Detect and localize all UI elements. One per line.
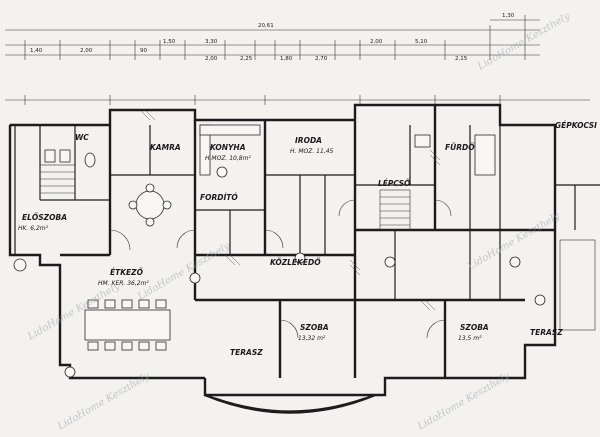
staircase-left [39, 164, 76, 201]
room-label-kozlekedo: KÖZLEKEDŐ [270, 258, 321, 267]
dim-label-h: 2,00 [205, 56, 218, 62]
room-label-furdo: FÜRDŐ [445, 143, 475, 152]
dim-label-e: 3,30 [205, 39, 218, 45]
room-label-fordito: FORDÍTÓ [200, 193, 238, 202]
room-label-terasz-left: TERASZ [230, 348, 263, 357]
structural-columns [13, 252, 546, 378]
interior-walls [39, 105, 555, 378]
room-label-eloszoba: ELŐSZOBA [22, 213, 67, 222]
room-label-iroda: IRODA [295, 136, 322, 145]
dim-label-b: 2,00 [80, 48, 93, 54]
bathroom-fixtures [44, 134, 496, 176]
room-area-etkezo: HM. KER. 36,2m² [98, 280, 149, 287]
dim-label-a: 1,40 [30, 48, 43, 54]
dim-label-j: 1,80 [280, 56, 293, 62]
staircase-right [379, 189, 411, 231]
room-label-gepkocsi: GÉPKOCSI [555, 121, 597, 130]
garage [555, 184, 600, 331]
round-table [128, 183, 172, 227]
room-label-szoba-left: SZOBA [300, 323, 329, 332]
dim-label-d: 1,50 [163, 39, 176, 45]
overall-width-label: 20,61 [258, 23, 274, 29]
room-area-iroda: H. MOZ. 11,45 [290, 148, 334, 155]
wall-hatching [139, 109, 441, 311]
dim-label-l: 2,15 [455, 56, 468, 62]
room-label-kamra: KAMRA [150, 143, 181, 152]
dim-label-g: 5,10 [415, 39, 428, 45]
room-label-konyha: KONYHA [210, 143, 246, 152]
dim-label-i: 2,25 [240, 56, 253, 62]
dim-label-f: 2,00 [370, 39, 383, 45]
door-swings [109, 199, 452, 339]
room-area-konyha: H.MOZ. 10,8m² [205, 155, 251, 162]
room-area-eloszoba: HK. 6,2m² [18, 225, 49, 232]
watermark-4: LidoHome Keszthely [55, 371, 152, 433]
bay-window [204, 393, 376, 414]
watermark-5: LidoHome Keszthely [415, 371, 512, 433]
room-label-etkezo: ÉTKEZŐ [110, 268, 144, 277]
room-label-wc: WC [75, 133, 89, 142]
room-area-szoba-left: 13,32 m² [298, 335, 326, 342]
room-label-lepcso: LÉPCSŐ [378, 179, 411, 188]
room-area-szoba-right: 13,5 m² [458, 335, 482, 342]
dim-label-k: 2,70 [315, 56, 328, 62]
dim-label-c: 90 [140, 48, 147, 54]
dining-table [84, 299, 171, 351]
kitchen-counter [199, 124, 261, 178]
room-label-szoba-right: SZOBA [460, 323, 489, 332]
watermark-3: LidoHome Keszthely [135, 241, 232, 303]
room-label-terasz-right: TERASZ [530, 328, 563, 337]
right-width-label: 1,30 [502, 13, 515, 19]
dimension-lines [5, 15, 590, 105]
